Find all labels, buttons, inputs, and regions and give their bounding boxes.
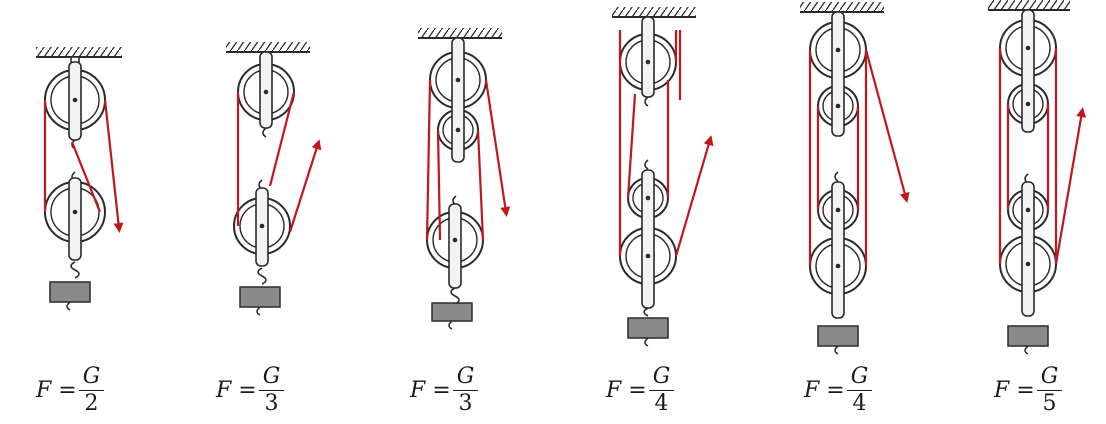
formula-4: F = G 4: [606, 360, 675, 420]
denominator: 3: [458, 390, 473, 416]
formula-lhs: F =: [216, 377, 257, 403]
fraction: G 4: [846, 365, 873, 416]
formula-3: F = G 3: [410, 360, 479, 420]
ceiling-4: [612, 7, 696, 18]
pulley-system-4: [612, 7, 714, 347]
movable-pulley-3: [426, 195, 484, 305]
pulley-system-3: [418, 28, 511, 330]
weight-4: [627, 317, 669, 339]
pulley-system-6: [988, 0, 1087, 355]
ceiling-1: [36, 47, 122, 58]
fixed-pulley-5: [809, 11, 867, 137]
fixed-pulley-4: [619, 16, 677, 107]
pulley-system-5: [800, 2, 910, 355]
rope-6: [998, 48, 1087, 265]
formula-lhs: F =: [36, 377, 77, 403]
formula-6: F = G 5: [994, 360, 1063, 420]
weight-3: [431, 302, 473, 322]
denominator: 4: [852, 390, 867, 416]
formula-1: F = G 2: [36, 360, 105, 420]
formula-2: F = G 3: [216, 360, 285, 420]
ceiling-6: [988, 0, 1070, 11]
weight-6: [1007, 325, 1049, 347]
numerator: G: [452, 365, 479, 391]
numerator: G: [78, 365, 105, 391]
movable-pulley-6: [999, 173, 1057, 317]
formula-lhs: F =: [804, 377, 845, 403]
numerator: G: [648, 365, 675, 391]
denominator: 4: [654, 390, 669, 416]
movable-pulley-1: [44, 171, 106, 279]
formula-5: F = G 4: [804, 360, 873, 420]
rope-1: [43, 99, 124, 233]
weight-2: [239, 286, 281, 308]
denominator: 2: [84, 390, 99, 416]
fixed-pulley-3: [429, 37, 487, 163]
formula-lhs: F =: [994, 377, 1035, 403]
numerator: G: [846, 365, 873, 391]
denominator: 3: [264, 390, 279, 416]
weight-1: [49, 281, 91, 303]
movable-pulley-5: [809, 171, 867, 319]
numerator: G: [258, 365, 285, 391]
weight-5: [817, 325, 859, 347]
numerator: G: [1036, 365, 1063, 391]
rope-2: [236, 91, 322, 233]
rope-3: [425, 79, 511, 241]
movable-pulley-4: [619, 159, 677, 317]
movable-pulley-2: [233, 179, 291, 285]
rope-5: [808, 49, 910, 266]
denominator: 5: [1042, 390, 1057, 416]
ceiling-2: [226, 42, 310, 53]
formula-lhs: F =: [410, 377, 451, 403]
rope-4: [618, 30, 714, 257]
ceiling-5: [800, 2, 884, 13]
fraction: G 5: [1036, 365, 1063, 416]
fixed-pulley-6: [999, 9, 1057, 133]
ceiling-3: [418, 28, 502, 39]
fraction: G 3: [258, 365, 285, 416]
fraction: G 4: [648, 365, 675, 416]
pulley-system-1: [36, 47, 124, 311]
pulley-system-2: [226, 42, 322, 316]
fraction: G 3: [452, 365, 479, 416]
fraction: G 2: [78, 365, 105, 416]
formula-lhs: F =: [606, 377, 647, 403]
fixed-pulley-1: [44, 56, 106, 150]
